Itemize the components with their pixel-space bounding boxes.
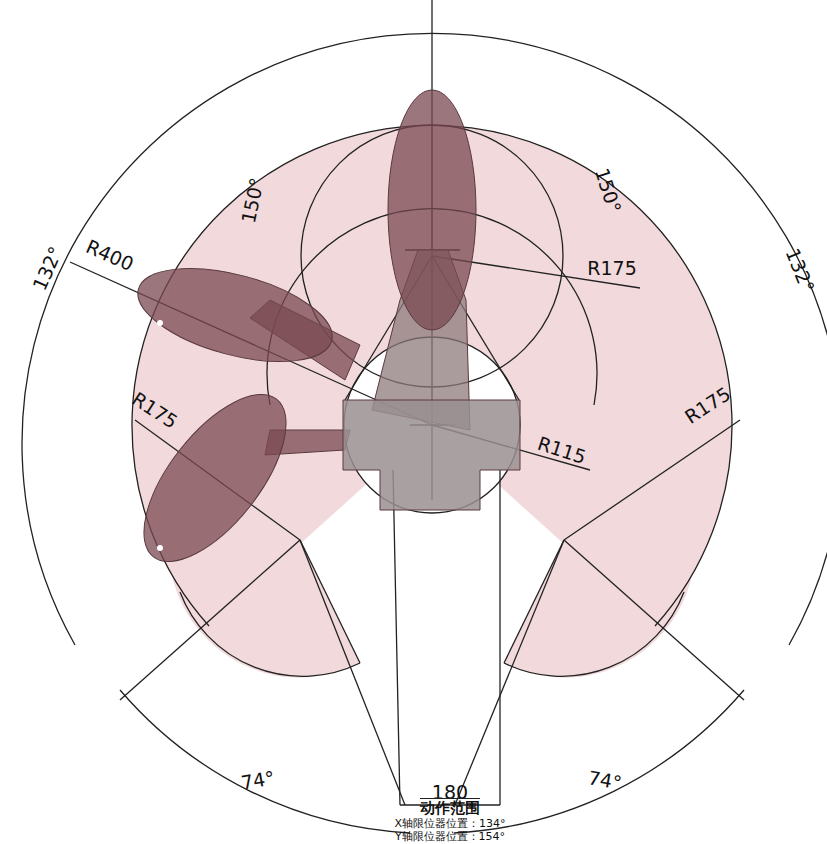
radius-dimension: R400 bbox=[84, 236, 137, 273]
title-label: 动作范围 bbox=[420, 798, 480, 816]
angle-dimension: 74° bbox=[587, 768, 623, 793]
note-label: X轴限位器位置：134° bbox=[394, 818, 505, 829]
angle-dimension: 132° bbox=[30, 243, 66, 293]
note-label: Y轴限位器位置：154° bbox=[395, 831, 505, 842]
angle-dimension: 74° bbox=[240, 768, 276, 793]
radius-dimension: R175 bbox=[587, 259, 636, 278]
angle-dimension: 132° bbox=[783, 245, 818, 295]
